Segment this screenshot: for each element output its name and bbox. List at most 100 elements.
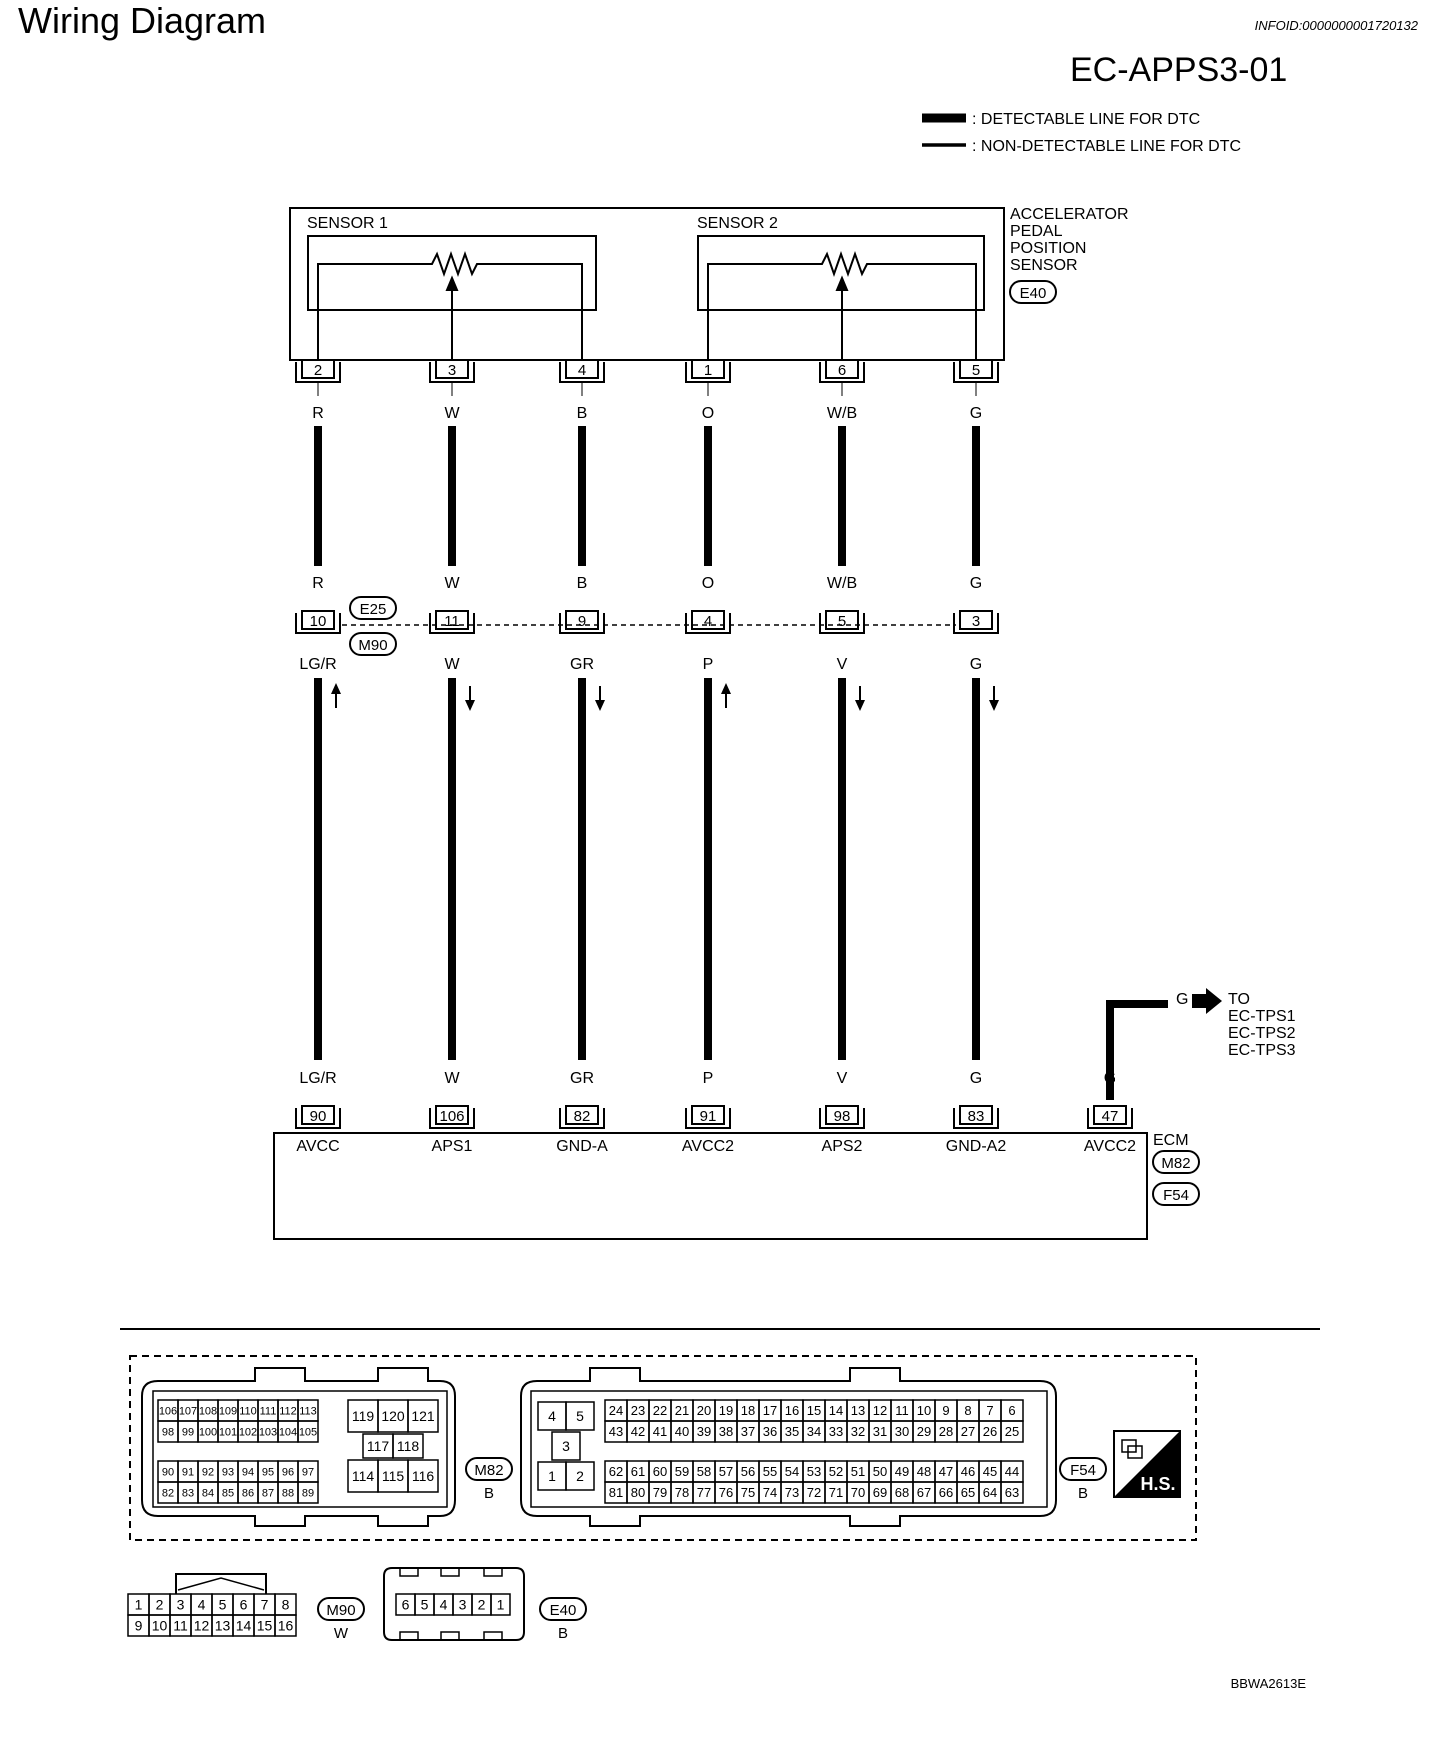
e40-pin-1	[490, 1593, 511, 1616]
wire-color-top-1: R	[312, 405, 324, 422]
joint-pin-9: 9	[559, 610, 605, 634]
joint-color-bottom-4: P	[703, 656, 714, 673]
f54-pin-label-46: 46	[961, 1464, 975, 1479]
f54-pin-label-2: 2	[576, 1468, 584, 1484]
sensor-1-potentiometer-icon	[317, 250, 583, 360]
sensor-2-potentiometer-icon	[707, 250, 977, 360]
f54-pin-label-23: 23	[631, 1403, 645, 1418]
ecm-pin-98-label: 98	[834, 1108, 851, 1125]
sensor-pin-2: 2	[295, 359, 341, 383]
ecm-wire-color-3: GR	[570, 1070, 594, 1087]
m82-pin-label-106: 106	[159, 1405, 177, 1417]
e40-pin-label-2: 2	[478, 1597, 486, 1613]
m82-pin-label-97: 97	[302, 1466, 314, 1478]
tps-wire-color: G	[1104, 1070, 1116, 1087]
f54-pin-label-22: 22	[653, 1403, 667, 1418]
f54-pin-label-62: 62	[609, 1464, 623, 1479]
ecm-signal-4: AVCC2	[682, 1138, 734, 1155]
m82-pin-label-118: 118	[397, 1438, 420, 1454]
f54-pin-label-42: 42	[631, 1424, 645, 1439]
f54-pin-label-30: 30	[895, 1424, 909, 1439]
ecm-pin-90: 90	[295, 1105, 341, 1129]
legend-detectable-label: : DETECTABLE LINE FOR DTC	[972, 111, 1200, 128]
tps-arrow-icon	[1192, 988, 1222, 1014]
f54-pin-label-72: 72	[807, 1485, 821, 1500]
m82-pin-label-92: 92	[202, 1466, 214, 1478]
sensor-pin-6-label: 6	[838, 362, 846, 379]
m90-pin-16	[274, 1614, 297, 1637]
f54-pin-label-27: 27	[961, 1424, 975, 1439]
f54-pin-label-21: 21	[675, 1403, 689, 1418]
sensor-pin-5-label: 5	[972, 362, 980, 379]
wire-color-top-5: W/B	[827, 405, 857, 422]
f54-pin-label-19: 19	[719, 1403, 733, 1418]
m82-pin-label-95: 95	[262, 1466, 274, 1478]
ecm-signal-6: GND-A2	[946, 1138, 1007, 1155]
sensor-pin-3-label: 3	[448, 362, 456, 379]
m90-pin-label-15: 15	[257, 1618, 273, 1634]
e40-pin-label-5: 5	[421, 1597, 429, 1613]
f54-pin-label-56: 56	[741, 1464, 755, 1479]
m82-pin-89	[297, 1481, 319, 1504]
m82-pin-label-94: 94	[242, 1466, 254, 1478]
ecm-pin-106-label: 106	[439, 1108, 464, 1125]
joint-pin-11-label: 11	[444, 613, 460, 630]
sensor-pin-3: 3	[429, 359, 475, 383]
m82-pin-label-89: 89	[302, 1487, 314, 1499]
m82-pin-label-99: 99	[182, 1426, 194, 1438]
sensor-connector-id: E40	[1020, 285, 1047, 302]
tps-branch-color: G	[1176, 991, 1188, 1008]
joint-color-top-4: O	[702, 575, 714, 592]
legend-non-detectable-label: : NON-DETECTABLE LINE FOR DTC	[972, 138, 1241, 155]
e40-pin-label-4: 4	[440, 1597, 448, 1613]
m90-pin-label-6: 6	[240, 1597, 248, 1613]
f54-pin-label-7: 7	[986, 1403, 993, 1418]
f54-pin-label-18: 18	[741, 1403, 755, 1418]
wire-color-top-6: G	[970, 405, 982, 422]
m90-id: M90	[326, 1602, 355, 1619]
ecm-pin-83: 83	[953, 1105, 999, 1129]
f54-pin-label-60: 60	[653, 1464, 667, 1479]
ecm-pin-83-label: 83	[968, 1108, 985, 1125]
joint-pin-5: 5	[819, 610, 865, 634]
f54-pin-5	[565, 1401, 595, 1431]
f54-pin-label-29: 29	[917, 1424, 931, 1439]
f54-housing	[520, 1367, 1057, 1527]
e40-pin-label-3: 3	[459, 1597, 467, 1613]
joint-pin-3-label: 3	[972, 613, 980, 630]
f54-pin-label-45: 45	[983, 1464, 997, 1479]
f54-pin-label-47: 47	[939, 1464, 953, 1479]
ecm-signal-5: APS2	[822, 1138, 863, 1155]
m82-pin-label-117: 117	[367, 1438, 390, 1454]
f54-pin-label-77: 77	[697, 1485, 711, 1500]
sensor-pin-4: 4	[559, 359, 605, 383]
f54-pin-label-49: 49	[895, 1464, 909, 1479]
sensor-1-label: SENSOR 1	[307, 215, 388, 232]
sensor-pin-1-label: 1	[704, 362, 712, 379]
f54-pin-label-74: 74	[763, 1485, 777, 1500]
f54-pin-label-3: 3	[562, 1438, 570, 1454]
flow-arrow-down-icon	[465, 686, 475, 711]
ecm-connector-m82: M82	[1161, 1155, 1190, 1172]
m90-pin-label-2: 2	[156, 1597, 164, 1613]
ecm-wire-color-1: LG/R	[299, 1070, 336, 1087]
joint-color-bottom-5: V	[837, 656, 848, 673]
m82-color: B	[484, 1485, 494, 1502]
joint-pin-10: 10	[295, 610, 341, 634]
m82-pin-label-91: 91	[182, 1466, 194, 1478]
sensor-block: SENSOR 1 SENSOR 2 ACCELERATOR PEDAL POSI…	[289, 206, 1129, 361]
f54-pin-label-6: 6	[1008, 1403, 1015, 1418]
ecm-connector-m82-badge	[1152, 1150, 1200, 1174]
f54-pin-label-24: 24	[609, 1403, 623, 1418]
m82-pin-label-84: 84	[202, 1487, 214, 1499]
f54-pin-label-48: 48	[917, 1464, 931, 1479]
sensor-name-line-3: POSITION	[1010, 240, 1086, 257]
flow-arrow-down-icon	[989, 686, 999, 711]
m90-pin-label-8: 8	[282, 1597, 290, 1613]
hs-badge-label: H.S.	[1140, 1474, 1175, 1494]
joint-connector-m90: M90	[358, 637, 387, 654]
